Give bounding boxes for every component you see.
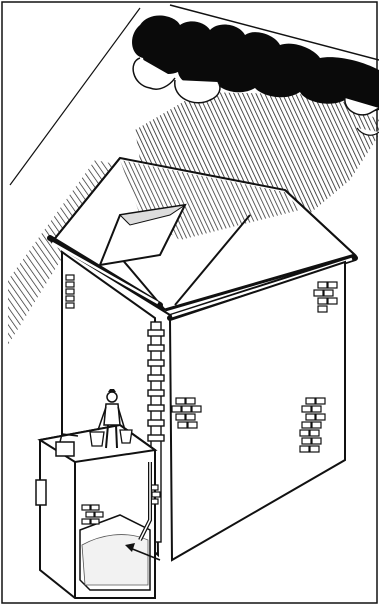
cistern-icon [36, 425, 160, 598]
